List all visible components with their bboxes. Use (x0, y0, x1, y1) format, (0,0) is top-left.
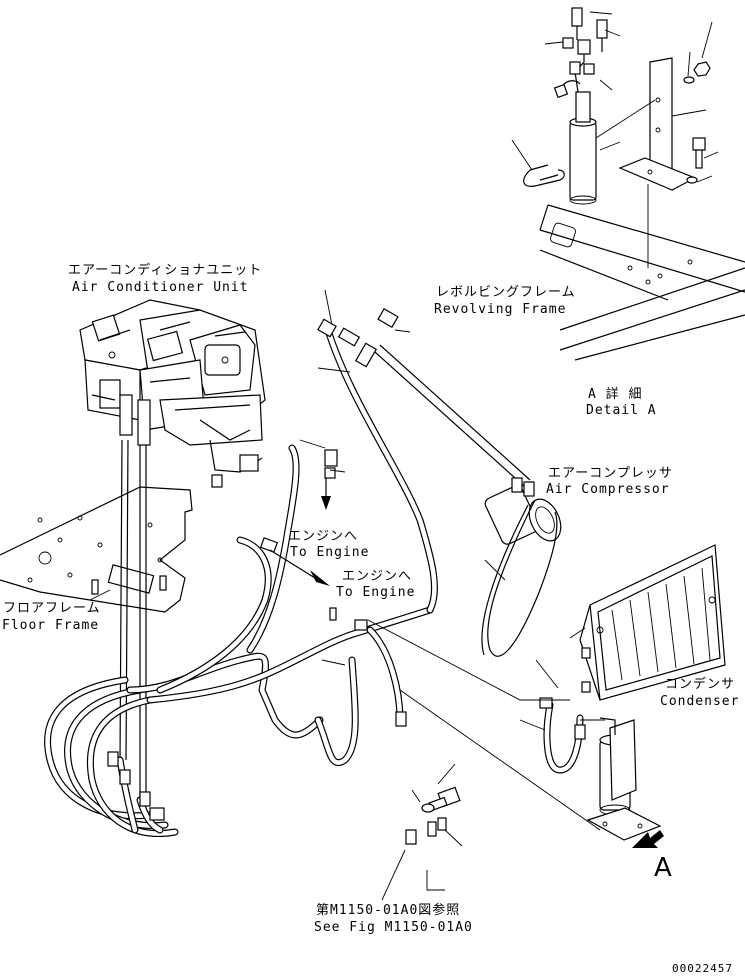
see-fig-label-jp: 第M1150-01A0図参照 (316, 902, 460, 918)
to-engine-2-label-jp: エンジンへ (342, 569, 412, 584)
condenser-label-jp: コンデンサ (665, 676, 735, 692)
air-compressor-label-en: Air Compressor (546, 482, 670, 497)
floor-frame-label-en: Floor Frame (2, 618, 99, 633)
figure-code: 00022457 (672, 962, 733, 975)
see-fig-label-en: See Fig M1150-01A0 (314, 920, 473, 935)
view-a-arrow (632, 830, 664, 848)
detail-a-label-jp: A 詳 細 (588, 386, 642, 402)
air-conditioner-unit-drawing (79, 299, 266, 488)
ac-pipes (119, 439, 147, 800)
air-compressor-label-jp: エアーコンプレッサ (548, 466, 673, 481)
detail-a-drawing (511, 7, 745, 361)
view-a-marker: A (654, 853, 672, 883)
ac-unit-label-jp: エアーコンディショナユニット (68, 262, 262, 278)
detail-a-label-en: Detail A (586, 403, 657, 418)
air-compressor-drawing (481, 477, 562, 657)
revolving-frame-label-jp: レボルビングフレーム (436, 285, 576, 300)
to-engine-arrow-1 (321, 478, 331, 510)
to-engine-1-label-jp: エンジンへ (288, 529, 358, 544)
ac-unit-label-en: Air Conditioner Unit (72, 280, 249, 295)
condenser-drawing (579, 544, 726, 701)
revolving-frame-label-en: Revolving Frame (434, 302, 566, 317)
receiver-dryer-drawing (586, 717, 662, 841)
floor-frame-label-jp: フロアフレーム (3, 601, 101, 616)
to-engine-2-label-en: To Engine (336, 585, 415, 600)
fastener-set-drawing (405, 763, 463, 891)
hose-harness (44, 307, 586, 837)
floor-frame-drawing (0, 486, 193, 613)
condenser-label-en: Condenser (660, 694, 739, 709)
condenser-fins (611, 567, 711, 681)
to-engine-1-label-en: To Engine (290, 545, 369, 560)
to-engine-arrow-2 (269, 549, 330, 586)
leader-lines (89, 289, 605, 901)
